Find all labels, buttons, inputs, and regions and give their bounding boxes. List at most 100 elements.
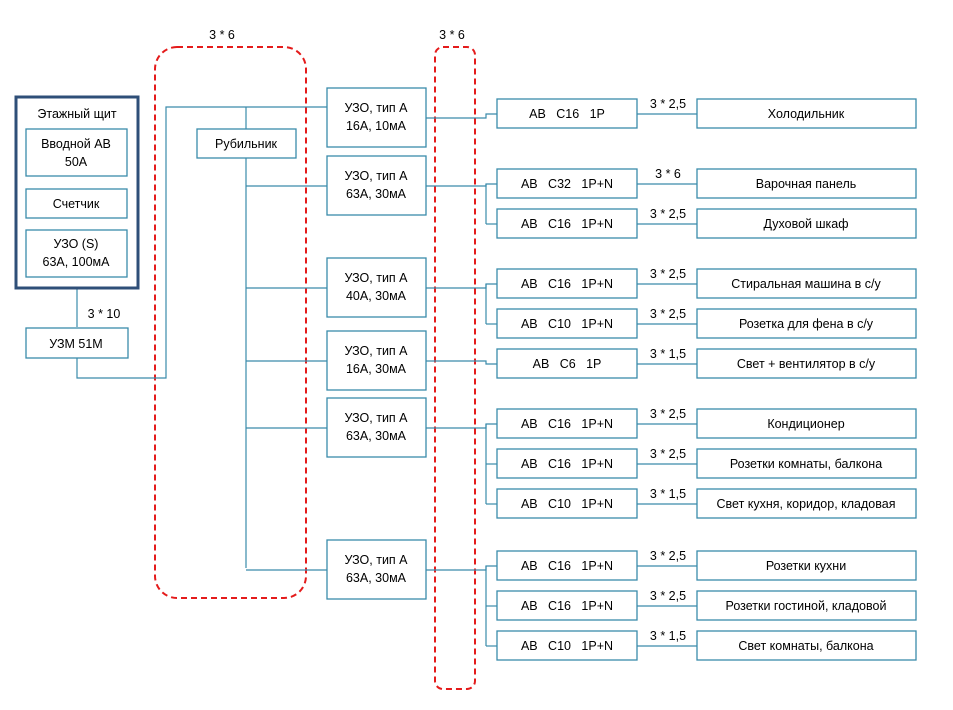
breaker-label: АВ С16 1Р: [529, 107, 605, 121]
input-bus-outline: [154, 46, 307, 599]
rcd-label-line1: УЗО, тип А: [344, 344, 408, 358]
breaker-label: АВ С16 1Р+N: [521, 457, 613, 471]
breaker-box: [496, 268, 638, 299]
breaker-label: АВ С16 1Р+N: [521, 277, 613, 291]
rcd-label-line2: 63А, 30мА: [346, 429, 407, 443]
cable-section-label: 3 * 1,5: [650, 487, 686, 501]
breaker-label: АВ С16 1Р+N: [521, 559, 613, 573]
cable-section-label: 3 * 1,5: [650, 347, 686, 361]
load-box: [696, 408, 917, 439]
load-box: [696, 448, 917, 479]
rcd-label-line1: УЗО, тип А: [344, 411, 408, 425]
rcd-box: [326, 539, 427, 600]
load-box: [696, 488, 917, 519]
breaker-label: АВ С10 1Р+N: [521, 497, 613, 511]
rcd-column: УЗО, тип А 16А, 10мА УЗО, тип А 63А, 30мА УЗ…: [326, 87, 427, 600]
breaker-column: АВ С16 1Р 3 * 2,5 Холодильник АВ С32 1Р+N 3 …: [496, 97, 917, 661]
cable-section-label: 3 * 2,5: [650, 267, 686, 281]
floor-panel: Этажный щит Вводной АВ 50А Счетчик УЗО (…: [14, 95, 140, 290]
breaker-box: [496, 408, 638, 439]
cable-section-label: 3 * 2,5: [650, 447, 686, 461]
main-breaker-box: [25, 128, 128, 177]
breaker-label: АВ С10 1Р+N: [521, 639, 613, 653]
breaker-label: АВ С16 1Р+N: [521, 599, 613, 613]
floor-panel-title: Этажный щит: [37, 107, 116, 121]
breaker-label: АВ С16 1Р+N: [521, 417, 613, 431]
rcd-box: [326, 397, 427, 458]
main-rcd-line2: 63А, 100мА: [43, 255, 111, 269]
load-box: [696, 208, 917, 239]
load-label: Варочная панель: [756, 177, 857, 191]
breaker-label: АВ С6 1Р: [533, 357, 602, 371]
wire-rcd-to-breaker: [426, 360, 497, 365]
breaker-box: [496, 98, 638, 129]
rcd-label-line1: УЗО, тип А: [344, 169, 408, 183]
load-label: Свет + вентилятор в с/у: [737, 357, 876, 371]
wire-uzm-to-rcd-1: [76, 106, 327, 379]
rcd-label-line1: УЗО, тип А: [344, 271, 408, 285]
breaker-box: [496, 208, 638, 239]
cable-section-label: 3 * 2,5: [650, 307, 686, 321]
load-label: Розетка для фена в с/у: [739, 317, 874, 331]
wire-rcd-to-breaker: [426, 113, 497, 119]
uzm-label: УЗМ 51М: [49, 337, 102, 351]
load-box: [696, 348, 917, 379]
cable-section-label: 3 * 6: [655, 167, 681, 181]
load-label: Розетки комнаты, балкона: [730, 457, 882, 471]
cable-section-label: 3 * 1,5: [650, 629, 686, 643]
bus-left-label: 3 * 6: [209, 28, 235, 42]
load-label: Розетки кухни: [766, 559, 846, 573]
cable-section-label: 3 * 2,5: [650, 407, 686, 421]
load-label: Кондиционер: [767, 417, 844, 431]
load-label: Свет кухня, коридор, кладовая: [717, 497, 896, 511]
rcd-label-line2: 40А, 30мА: [346, 289, 407, 303]
rcd-label-line2: 16А, 10мА: [346, 119, 407, 133]
main-breaker-line1: Вводной АВ: [41, 137, 111, 151]
main-rcd-box: [25, 229, 128, 278]
load-box: [696, 308, 917, 339]
main-rcd-line1: УЗО (S): [54, 237, 99, 251]
load-box: [696, 630, 917, 661]
rcd-label-line1: УЗО, тип А: [344, 101, 408, 115]
switch-label: Рубильник: [215, 137, 278, 151]
load-box: [696, 168, 917, 199]
rcd-label-line2: 16А, 30мА: [346, 362, 407, 376]
breaker-box: [496, 488, 638, 519]
rcd-output-bus-outline: [434, 46, 476, 690]
breaker-box: [496, 590, 638, 621]
rcd-box: [326, 330, 427, 391]
load-box: [696, 590, 917, 621]
load-box: [696, 550, 917, 581]
load-box: [696, 268, 917, 299]
cable-section-label: 3 * 2,5: [650, 549, 686, 563]
branch-wires: [246, 113, 697, 647]
feed-wires: [76, 106, 327, 568]
rcd-box: [326, 155, 427, 216]
load-label: Свет комнаты, балкона: [738, 639, 873, 653]
uzm-cable-label: 3 * 10: [88, 307, 121, 321]
breaker-label: АВ С16 1Р+N: [521, 217, 613, 231]
breaker-box: [496, 348, 638, 379]
meter-label: Счетчик: [53, 197, 100, 211]
breaker-box: [496, 448, 638, 479]
load-label: Розетки гостиной, кладовой: [726, 599, 887, 613]
load-label: Холодильник: [768, 107, 845, 121]
rcd-label-line2: 63А, 30мА: [346, 187, 407, 201]
rcd-label-line1: УЗО, тип А: [344, 553, 408, 567]
load-label: Духовой шкаф: [764, 217, 849, 231]
uzm-box: [25, 327, 129, 359]
rcd-box: [326, 257, 427, 318]
cable-section-label: 3 * 2,5: [650, 207, 686, 221]
cable-section-label: 3 * 2,5: [650, 589, 686, 603]
bus-right-label: 3 * 6: [439, 28, 465, 42]
breaker-label: АВ С32 1Р+N: [521, 177, 613, 191]
breaker-label: АВ С10 1Р+N: [521, 317, 613, 331]
meter-box: [25, 188, 128, 219]
main-breaker-line2: 50А: [65, 155, 88, 169]
breaker-box: [496, 630, 638, 661]
rcd-label-line2: 63А, 30мА: [346, 571, 407, 585]
breaker-box: [496, 308, 638, 339]
load-label: Стиральная машина в с/у: [731, 277, 881, 291]
rcd-box: [326, 87, 427, 148]
